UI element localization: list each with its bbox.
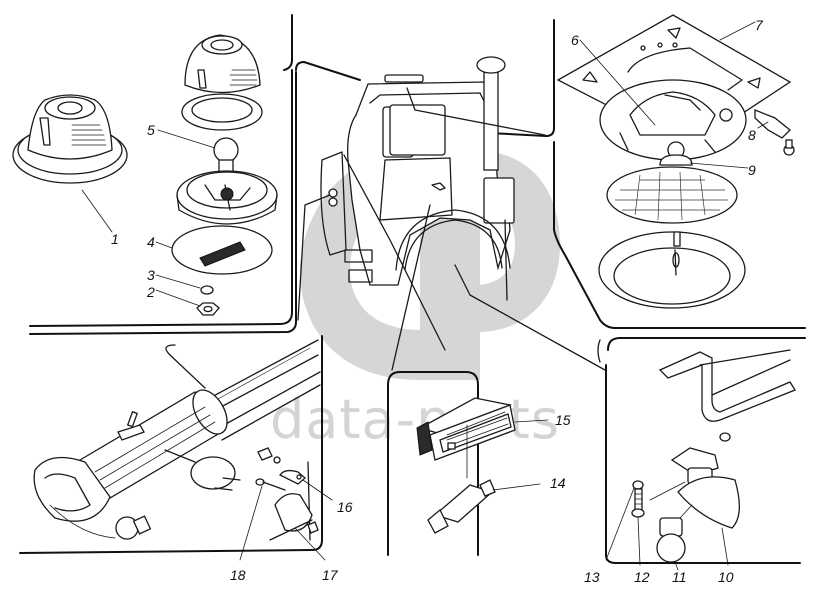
- callout-6: 6: [571, 32, 579, 48]
- holder-17: [269, 493, 319, 541]
- leader-1: [81, 189, 113, 233]
- callout-7: 7: [755, 17, 764, 33]
- festoon-bulb-14: [427, 479, 496, 534]
- leader-11: [674, 561, 679, 571]
- dome-lamp-assembled: [12, 94, 128, 184]
- leader-13: [605, 487, 635, 561]
- washer-3: [200, 285, 214, 295]
- step-lamp-15: [416, 397, 516, 461]
- leader-16: [302, 479, 333, 501]
- watermark-text: data-parts: [270, 388, 560, 451]
- leader-4: [155, 241, 173, 249]
- dome-lamp-gasket-ring: [181, 93, 263, 131]
- callout-17: 17: [322, 567, 339, 583]
- socket-16: [279, 461, 311, 541]
- leader-18: [239, 485, 263, 561]
- callout-14: 14: [550, 475, 566, 491]
- cab-leader-lines: [297, 87, 606, 371]
- leader-5: [157, 129, 216, 149]
- leader-12: [637, 516, 641, 566]
- plug: [164, 449, 241, 491]
- socket-9: [659, 141, 693, 166]
- inspection-lamp-body: [33, 389, 228, 522]
- screw-18: [255, 447, 286, 491]
- callout-13: 13: [584, 569, 600, 585]
- mounting-bracket: [658, 349, 796, 442]
- leader-17: [294, 527, 326, 561]
- callout-12: 12: [634, 569, 650, 585]
- lamp-base: [176, 170, 278, 225]
- spare-bulb: [49, 504, 152, 540]
- leader-6: [579, 39, 656, 126]
- bulb-11: [656, 517, 686, 563]
- leader-8: [757, 121, 769, 129]
- nut-2: [196, 302, 220, 316]
- leader-7: [719, 21, 756, 41]
- callout-1: 1: [111, 231, 119, 247]
- callout-labels: 1 2 3 4 5 6 7 8 9 10 11 12 13 14 15 16 1…: [111, 17, 764, 585]
- callout-4: 4: [147, 234, 155, 250]
- diffuser: [606, 166, 738, 224]
- bezel-ring: [598, 231, 746, 309]
- lamp-10: [670, 447, 740, 529]
- callout-16: 16: [337, 499, 353, 515]
- leader-2: [155, 289, 201, 307]
- bulb-axis-line: [679, 504, 693, 519]
- callout-15: 15: [555, 412, 571, 428]
- dome-lamp-cover: [184, 34, 261, 94]
- lamp-housing: [599, 79, 747, 161]
- callout-2: 2: [146, 284, 155, 300]
- bulb-5: [213, 137, 239, 177]
- leader-9: [689, 162, 749, 169]
- leader-15: [514, 419, 549, 423]
- callout-10: 10: [718, 569, 734, 585]
- callout-8: 8: [748, 127, 756, 143]
- screw-12: [631, 480, 645, 518]
- callout-11: 11: [672, 569, 687, 585]
- leader-10: [721, 527, 729, 566]
- screw-axis-line: [649, 481, 686, 501]
- callout-9: 9: [748, 162, 756, 178]
- leader-3: [155, 274, 201, 289]
- callout-5: 5: [147, 122, 155, 138]
- leader-14: [492, 483, 541, 491]
- panel-borders: [19, 14, 806, 564]
- lens-4: [171, 225, 273, 275]
- truck-cab: [320, 56, 515, 301]
- callout-3: 3: [147, 267, 155, 283]
- callout-18: 18: [230, 567, 246, 583]
- clip-8: [754, 109, 795, 156]
